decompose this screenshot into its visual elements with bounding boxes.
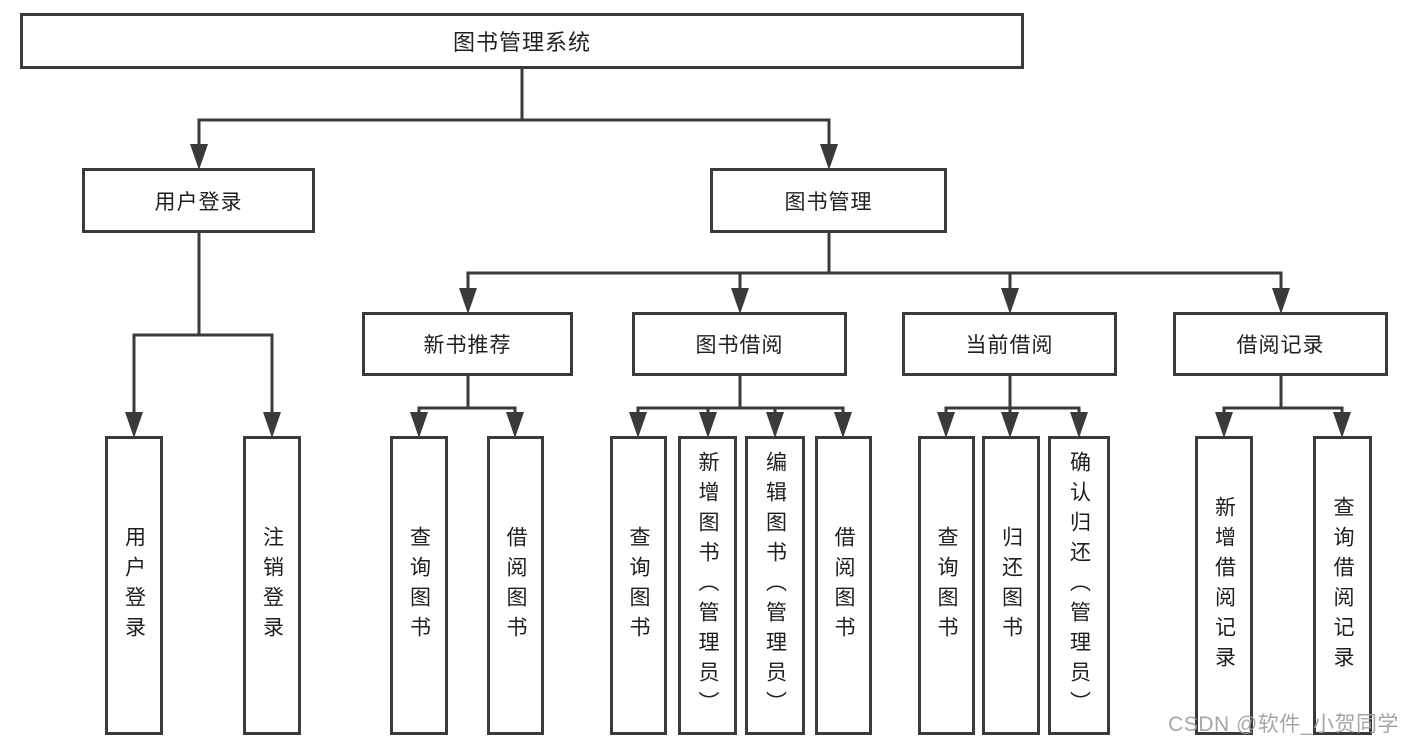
node-label: 图书管理系统 bbox=[452, 30, 591, 55]
node-label: 编辑图书（管理员） bbox=[763, 450, 787, 721]
node-label: 确认归还（管理员） bbox=[1067, 450, 1091, 721]
node-label: 借阅图书 bbox=[832, 525, 856, 646]
node-label: 新增图书（管理员） bbox=[696, 450, 720, 721]
leaf-logout-login: 注销登录 bbox=[243, 436, 301, 735]
leaf-add-books-admin: 新增图书（管理员） bbox=[678, 436, 737, 735]
leaf-query-books-current: 查询图书 bbox=[918, 436, 975, 735]
node-library-management-system: 图书管理系统 bbox=[20, 13, 1024, 69]
node-label: 图书管理 bbox=[784, 190, 873, 214]
node-new-book-recommendation: 新书推荐 bbox=[362, 312, 573, 376]
node-label: 当前借阅 bbox=[965, 334, 1054, 357]
node-label: 查询借阅记录 bbox=[1331, 495, 1355, 676]
node-label: 图书借阅 bbox=[695, 334, 784, 357]
arrowheads bbox=[125, 144, 1351, 438]
node-book-borrowing: 图书借阅 bbox=[632, 312, 847, 376]
node-label: 新书推荐 bbox=[423, 334, 512, 357]
node-label: 查询图书 bbox=[935, 525, 959, 646]
leaf-borrow-books-borrowing: 借阅图书 bbox=[815, 436, 872, 735]
node-book-management: 图书管理 bbox=[710, 168, 947, 233]
csdn-watermark: CSDN @软件_小贺同学 bbox=[1168, 713, 1399, 736]
leaf-query-borrow-record: 查询借阅记录 bbox=[1313, 436, 1372, 735]
leaf-edit-books-admin: 编辑图书（管理员） bbox=[745, 436, 805, 735]
leaf-borrow-books-recommend: 借阅图书 bbox=[487, 436, 544, 735]
node-label: 借阅图书 bbox=[504, 525, 528, 646]
leaf-confirm-return-admin: 确认归还（管理员） bbox=[1048, 436, 1110, 735]
node-label: 借阅记录 bbox=[1236, 334, 1325, 357]
leaf-query-books-recommend: 查询图书 bbox=[390, 436, 448, 735]
node-label: 查询图书 bbox=[627, 525, 651, 646]
node-borrowing-records: 借阅记录 bbox=[1173, 312, 1388, 376]
leaf-add-borrow-record: 新增借阅记录 bbox=[1195, 436, 1253, 735]
node-label: 注销登录 bbox=[260, 525, 284, 646]
node-label: 新增借阅记录 bbox=[1212, 495, 1236, 676]
node-user-login: 用户登录 bbox=[82, 168, 315, 233]
node-current-borrowing: 当前借阅 bbox=[902, 312, 1117, 376]
node-label: 查询图书 bbox=[407, 525, 431, 646]
node-label: 归还图书 bbox=[999, 525, 1023, 646]
leaf-return-books: 归还图书 bbox=[982, 436, 1040, 735]
node-label: 用户登录 bbox=[154, 190, 243, 214]
leaf-query-books-borrowing: 查询图书 bbox=[610, 436, 667, 735]
leaf-user-login: 用户登录 bbox=[105, 436, 163, 735]
node-label: 用户登录 bbox=[122, 525, 146, 646]
